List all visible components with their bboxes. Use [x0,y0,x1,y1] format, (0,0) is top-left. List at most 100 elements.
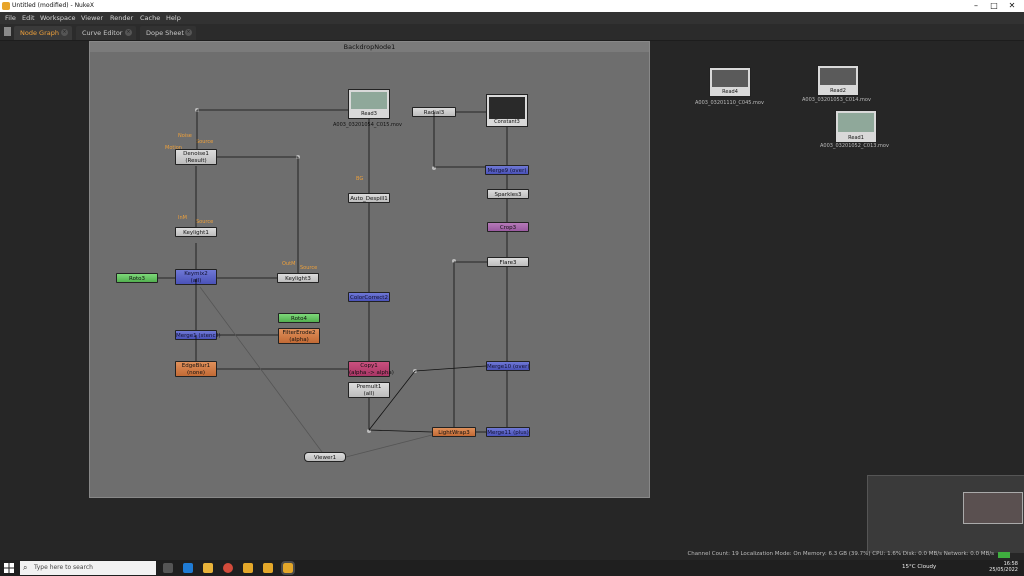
thumbnail [712,70,748,87]
node-label: Read4 [722,89,738,95]
lightwrap3-node[interactable]: LightWrap3 [432,427,476,437]
status-text: Channel Count: 19 Localization Mode: On … [687,551,994,557]
read1-node[interactable]: Read1 [835,110,877,143]
windows-taskbar: ⌕ Type here to search 15°C Cloudy 16:58 … [0,560,1024,576]
task-view-icon[interactable] [163,563,173,573]
thumbnail [489,97,525,119]
node-connections [158,109,508,458]
status-bar: Channel Count: 19 Localization Mode: On … [0,551,1024,560]
edgeblur1-node[interactable]: EdgeBlur1 (none) [175,361,217,377]
node-sublabel: (Result) [185,158,207,164]
keylight3-node[interactable]: Keylight3 [277,273,319,283]
pipe-dot[interactable] [452,259,456,263]
maximize-button[interactable]: □ [990,1,998,10]
node-sublabel: (all) [363,391,375,397]
node-label: Read1 [848,135,864,141]
menu-cache[interactable]: Cache [140,14,161,22]
tab-node-graph-label: Node Graph [20,29,59,37]
copy1-node[interactable]: Copy1 (alpha -> alpha) [348,361,394,377]
read2-file: A003_03201053_C014.mov [802,97,871,103]
read1-file: A003_03201052_C013.mov [820,143,889,149]
backdrop-title: BackdropNode1 [90,42,649,52]
thumbnail [820,68,856,86]
taskbar-search[interactable]: ⌕ Type here to search [20,561,156,575]
tab-dope-sheet[interactable]: Dope Sheet × [140,26,196,40]
menu-file[interactable]: File [5,14,16,22]
close-button[interactable]: ✕ [1008,1,1016,10]
close-icon[interactable]: × [125,29,132,36]
window-title: Untitled (modified) - NukeX [12,2,94,9]
menu-render[interactable]: Render [110,14,134,22]
flare3-node[interactable]: Flare3 [487,257,529,267]
minimap-viewport[interactable] [963,492,1023,524]
windows-start-icon[interactable] [4,563,14,573]
close-icon[interactable]: × [61,29,68,36]
auto-despill-node[interactable]: Auto_Despill1 [348,193,390,203]
edge-browser-icon[interactable] [183,563,193,573]
crop3-node[interactable]: Crop3 [487,222,529,232]
navigator-minimap[interactable] [867,475,1024,555]
read4-file: A003_03201110_C045.mov [695,100,764,106]
node-sublabel: (alpha) [289,337,309,343]
menu-workspace[interactable]: Workspace [40,14,76,22]
search-placeholder: Type here to search [34,564,93,571]
node-graph-canvas[interactable]: BackdropNode1 Read4 A003_03201110_C045.m… [0,41,1024,553]
input-label-source: Source [196,219,214,225]
read2-node[interactable]: Read2 [817,65,859,96]
node-label: Constant3 [494,119,520,125]
node-label: EdgeBlur1 [181,363,211,369]
menu-help[interactable]: Help [166,14,181,22]
minimize-button[interactable]: – [974,1,978,10]
input-label-outm: OutM [282,261,296,267]
pane-menu-icon[interactable] [4,27,11,36]
sparkles3-node[interactable]: Sparkles3 [487,189,529,199]
tab-dope-sheet-label: Dope Sheet [146,29,184,37]
node-label: Read3 [361,111,377,117]
read4-node[interactable]: Read4 [709,67,751,97]
menu-viewer[interactable]: Viewer [81,14,104,22]
taskbar-clock[interactable]: 16:58 25/05/2022 [989,561,1018,573]
clock-date: 25/05/2022 [989,567,1018,573]
tab-node-graph[interactable]: Node Graph × [14,26,72,40]
close-icon[interactable]: × [185,29,192,36]
read3-node[interactable]: Read3 [348,89,390,119]
menu-edit[interactable]: Edit [22,14,35,22]
node-label: Keymix2 [184,271,208,277]
constant3-node[interactable]: Constant3 [486,94,528,127]
nuke-icon[interactable] [263,563,273,573]
tab-curve-editor-label: Curve Editor [82,29,123,37]
keylight1-node[interactable]: Keylight1 [175,227,217,237]
denoise1-node[interactable]: Denoise1 (Result) [175,149,217,165]
chrome-icon[interactable] [223,563,233,573]
input-label-inm: InM [178,215,187,221]
roto4-node[interactable]: Roto4 [278,313,320,323]
tab-curve-editor[interactable]: Curve Editor × [76,26,136,40]
merge10-node[interactable]: Merge10 (over) [486,361,530,371]
pipe-dot[interactable] [367,429,371,433]
panel-tab-bar: Node Graph × Curve Editor × Dope Sheet × [0,24,1024,41]
node-label: FilterErode2 [282,330,316,336]
clock-time: 16:58 [1003,561,1018,567]
input-label-source: Source [196,139,214,145]
viewer1-node[interactable]: Viewer1 [304,452,346,462]
node-sublabel: (none) [186,370,205,376]
node-label: Premult1 [356,384,382,390]
colorcorrect2-node[interactable]: ColorCorrect2 [348,292,390,302]
pipe-dot[interactable] [432,166,436,170]
node-label: Read2 [830,88,846,94]
window-titlebar: Untitled (modified) - NukeX – □ ✕ [0,0,1024,12]
roto3-node[interactable]: Roto3 [116,273,158,283]
input-label-noise: Noise [178,133,192,139]
search-icon: ⌕ [23,563,28,572]
input-label-bg: BG [356,176,364,182]
merge11-node[interactable]: Merge11 (plus) [486,427,530,437]
premult1-node[interactable]: Premult1 (all) [348,382,390,398]
nuke-icon[interactable] [243,563,253,573]
thumbnail [351,92,387,109]
file-explorer-icon[interactable] [203,563,213,573]
node-sublabel: (alpha -> alpha) [349,370,394,376]
weather-widget[interactable]: 15°C Cloudy [902,564,937,570]
nuke-icon[interactable] [281,561,295,575]
merge9-node[interactable]: Merge9 (over) [485,165,529,175]
filtererode2-node[interactable]: FilterErode2 (alpha) [278,328,320,344]
